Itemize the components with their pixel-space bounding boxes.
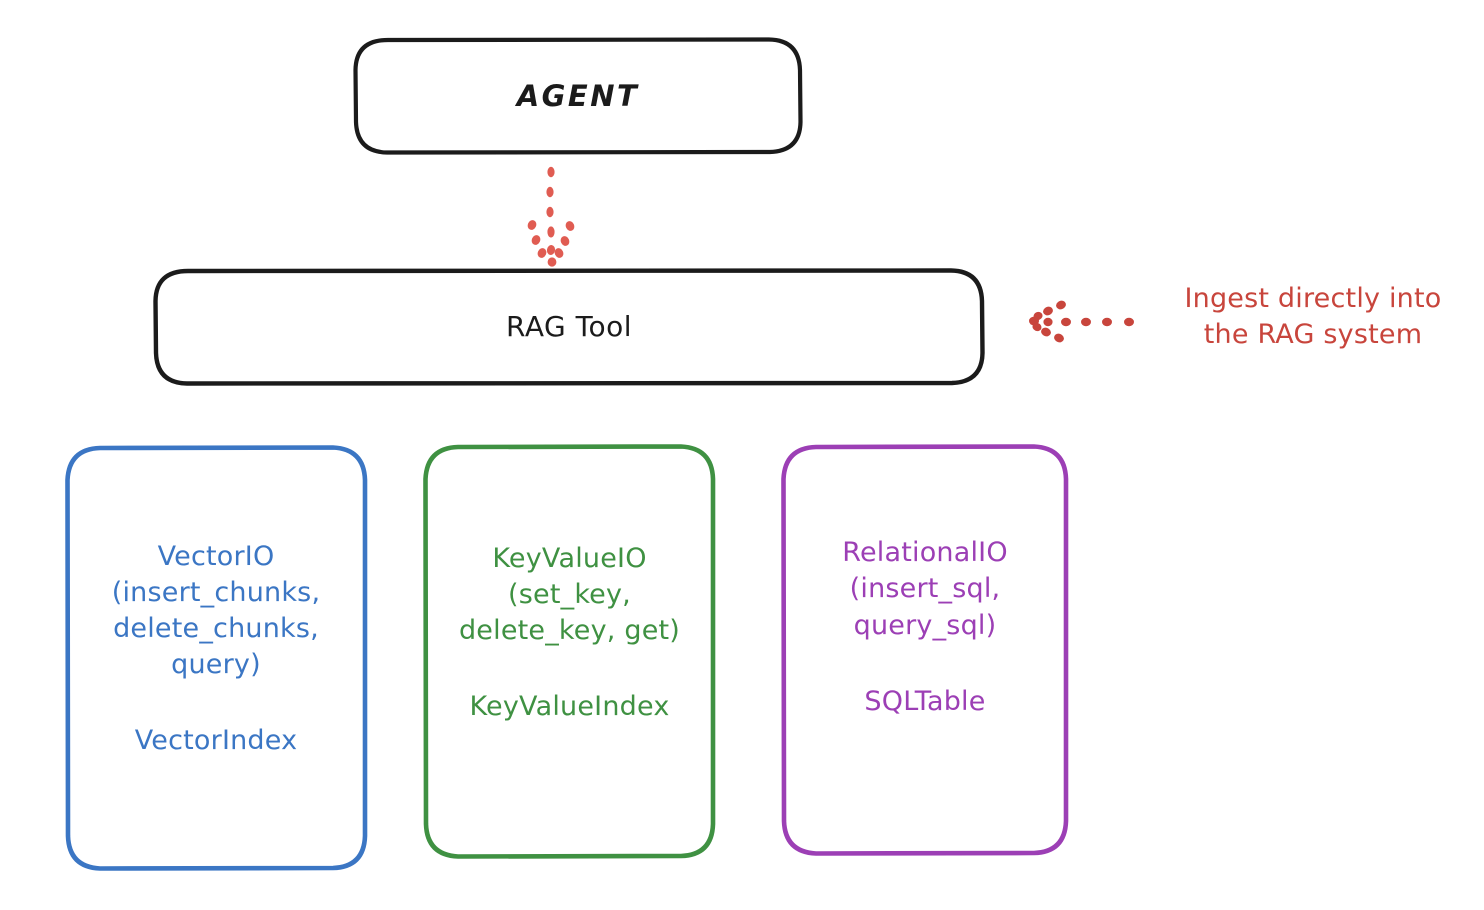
agent-to-ragtool-arrow	[527, 166, 575, 267]
rag-tool-box-outline	[153, 268, 985, 386]
annotation-to-ragtool-arrow	[1029, 300, 1134, 343]
relationalio-node[interactable]: RelationalIO (insert_sql, query_sql) SQL…	[784, 446, 1066, 853]
agent-box-outline	[353, 37, 803, 155]
vectorio-node[interactable]: VectorIO (insert_chunks, delete_chunks, …	[67, 447, 365, 869]
keyvalueio-index-label: KeyValueIndex	[469, 691, 670, 723]
keyvalueio-api-label: KeyValueIO (set_key, delete_key, get)	[458, 542, 681, 646]
relationalio-api-label: RelationalIO (insert_sql, query_sql)	[842, 537, 1008, 641]
agent-node-label: AGENT	[516, 78, 640, 113]
rag-tool-node[interactable]: RAG Tool	[155, 270, 983, 384]
agent-node[interactable]: AGENT	[355, 39, 801, 153]
vectorio-index-label: VectorIndex	[134, 725, 298, 757]
keyvalueio-box-outline	[423, 444, 716, 859]
ingest-annotation-label: Ingest directly into the RAG system	[1184, 283, 1442, 350]
keyvalueio-node[interactable]: KeyValueIO (set_key, delete_key, get) Ke…	[426, 446, 713, 856]
vectorio-box-outline	[65, 445, 368, 871]
relationalio-box-outline	[781, 444, 1069, 856]
relationalio-index-label: SQLTable	[864, 685, 986, 717]
vectorio-api-label: VectorIO (insert_chunks, delete_chunks, …	[111, 540, 321, 681]
rag-tool-node-label: RAG Tool	[506, 310, 632, 344]
